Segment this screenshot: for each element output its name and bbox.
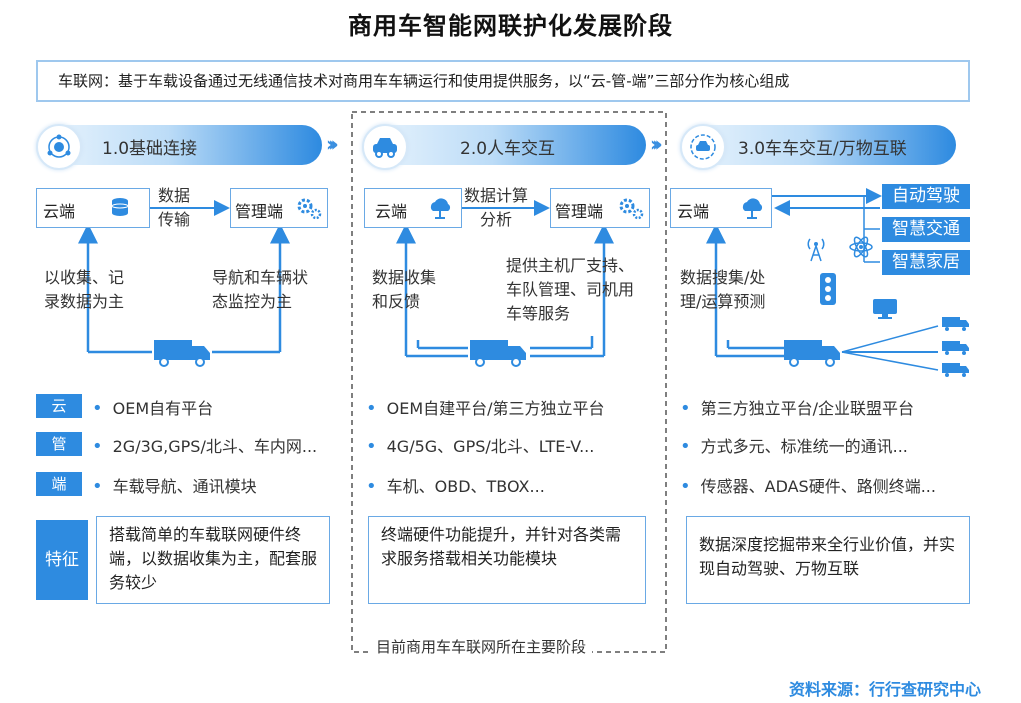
row-label-pipe: 管 xyxy=(36,432,82,456)
source-note: 资料来源：行行查研究中心 xyxy=(788,680,981,699)
connected-car-icon xyxy=(680,124,726,170)
antenna-icon xyxy=(804,236,828,266)
s1-manager-box: 管理端 xyxy=(230,188,328,228)
s2-cloud-label: 云端 xyxy=(375,202,408,221)
monitor-icon xyxy=(872,298,898,324)
s2-feature-box: 终端硬件功能提升，并针对各类需求服务搭载相关功能模块 xyxy=(368,516,646,604)
s1-feature-box: 搭载简单的车载联网硬件终端，以数据收集为主，配套服务较少 xyxy=(96,516,330,604)
database-icon xyxy=(107,195,133,225)
s3-pipe-row: •方式多元、标准统一的通讯... xyxy=(680,436,908,457)
s1-manager-label: 管理端 xyxy=(235,202,284,221)
page-title: 商用车智能网联护化发展阶段 xyxy=(348,12,673,40)
s1-end-row: •车载导航、通讯模块 xyxy=(92,476,257,497)
s2-left-note: 数据收集 和反馈 xyxy=(372,268,437,311)
truck-icon xyxy=(154,338,212,372)
s1-link-label: 数据 传输 xyxy=(158,186,191,229)
chevron-right-icon: ››› xyxy=(326,132,339,156)
small-truck-icon xyxy=(942,316,970,336)
s1-left-note: 以收集、记 录数据为主 xyxy=(44,268,125,311)
s2-manager-box: 管理端 xyxy=(550,188,650,228)
small-truck-icon xyxy=(942,362,970,382)
stage1-label: 1.0基础连接 xyxy=(102,139,198,159)
s3-cloud-row: •第三方独立平台/企业联盟平台 xyxy=(680,398,915,419)
s3-left-note: 数据搜集/处 理/运算预测 xyxy=(680,268,766,311)
gear-icon xyxy=(619,197,645,225)
stage2-bar xyxy=(366,125,646,165)
row-label-cloud: 云 xyxy=(36,394,82,418)
tag-smart-traffic: 智慧交通 xyxy=(882,217,970,242)
row-label-feature: 特征 xyxy=(36,520,88,600)
network-hub-icon xyxy=(36,124,82,170)
tag-autonomous-driving: 自动驾驶 xyxy=(882,184,970,209)
row-label-end: 端 xyxy=(36,472,82,496)
s1-cloud-box: 云端 xyxy=(36,188,150,228)
s1-pipe-row: •2G/3G,GPS/北斗、车内网... xyxy=(92,436,318,457)
stage2-label: 2.0人车交互 xyxy=(460,139,556,159)
car-icon xyxy=(362,124,408,170)
cloud-upload-icon xyxy=(739,197,765,225)
s2-pipe-row: •4G/5G、GPS/北斗、LTE-V... xyxy=(366,436,595,457)
s2-manager-label: 管理端 xyxy=(555,202,604,221)
truck-icon xyxy=(784,338,842,372)
s3-fan1 xyxy=(841,325,939,353)
cloud-upload-icon xyxy=(427,197,453,225)
chevron-right-icon: ››› xyxy=(650,132,663,156)
s3-fan2 xyxy=(841,351,939,371)
s3-feature-box: 数据深度挖掘带来全行业价值，并实现自动驾驶、万物互联 xyxy=(686,516,970,604)
s1-cloud-label: 云端 xyxy=(43,202,76,221)
s2-right-note: 提供主机厂支持、 车队管理、司机用 车等服务 xyxy=(506,256,635,323)
s2-cloud-box: 云端 xyxy=(364,188,462,228)
tag-smart-home: 智慧家居 xyxy=(882,250,970,275)
intro-box: 车联网：基于车载设备通过无线通信技术对商用车车辆运行和使用提供服务，以“云-管-… xyxy=(36,60,970,102)
small-truck-icon xyxy=(942,340,970,360)
s3-end-row: •传感器、ADAS硬件、路侧终端... xyxy=(680,476,936,497)
stage3-label: 3.0车车交互/万物互联 xyxy=(738,139,907,159)
s1-right-note: 导航和车辆状 态监控为主 xyxy=(212,268,309,311)
truck-icon xyxy=(470,338,528,372)
gear-icon xyxy=(297,197,323,225)
s1-cloud-row: •OEM自有平台 xyxy=(92,398,214,419)
atom-icon xyxy=(848,234,874,264)
stage3-bar xyxy=(686,125,956,165)
s2-end-row: •车机、OBD、TBOX... xyxy=(366,476,545,497)
s2-cloud-row: •OEM自建平台/第三方独立平台 xyxy=(366,398,605,419)
stage1-bar xyxy=(42,125,322,165)
s2-link-label: 数据计算 分析 xyxy=(464,186,529,229)
current-stage-note: 目前商用车车联网所在主要阶段 xyxy=(370,636,593,657)
s3-cloud-box: 云端 xyxy=(670,188,772,228)
s3-cloud-label: 云端 xyxy=(677,202,710,221)
traffic-light-icon xyxy=(818,272,838,310)
